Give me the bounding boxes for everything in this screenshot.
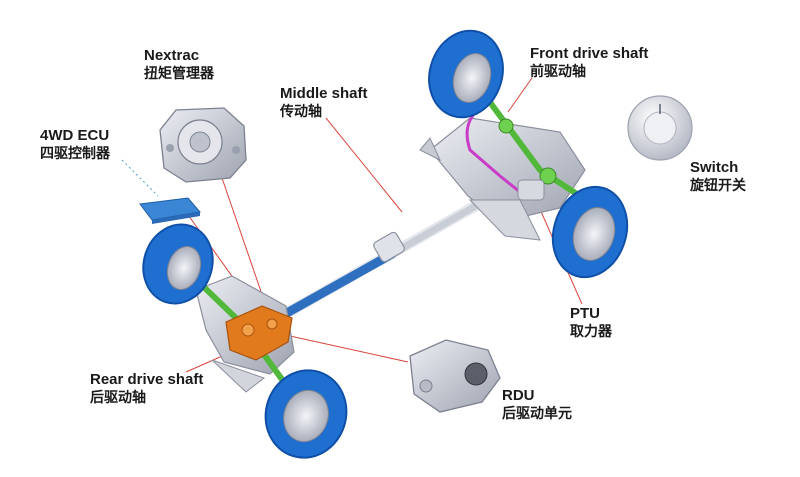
tire-rear-left: [142, 223, 214, 305]
tire-front-left: [428, 29, 504, 119]
label-rear-drive-shaft-en: Rear drive shaft: [90, 371, 204, 388]
label-nextrac: Nextrac 扭矩管理器: [144, 46, 214, 84]
label-nextrac-zh: 扭矩管理器: [144, 66, 214, 82]
leader-middle-shaft: [325, 117, 403, 213]
label-rdu-en: RDU: [502, 387, 535, 404]
label-middle-shaft-zh: 传动轴: [280, 104, 322, 120]
tire-front-right: [551, 185, 629, 279]
label-rear-drive-shaft-zh: 后驱动轴: [90, 390, 146, 406]
ecu-unit: [121, 159, 201, 224]
label-ptu-en: PTU: [570, 305, 600, 322]
label-rear-drive-shaft: Rear drive shaft 后驱动轴: [90, 370, 203, 408]
label-rdu: RDU 后驱动单元: [502, 386, 572, 424]
label-ptu-zh: 取力器: [570, 324, 612, 340]
label-nextrac-en: Nextrac: [144, 47, 200, 64]
label-rdu-zh: 后驱动单元: [502, 406, 572, 422]
switch-knob: [627, 95, 693, 161]
leader-front-drive-shaft: [507, 77, 533, 113]
front-drive-shaft-graphic: [475, 83, 583, 199]
label-switch-en: Switch: [690, 159, 739, 176]
label-front-drive-shaft: Front drive shaft 前驱动轴: [530, 44, 648, 82]
label-switch: Switch 旋钮开关: [690, 158, 746, 196]
label-front-drive-shaft-zh: 前驱动轴: [530, 64, 586, 80]
label-ecu-zh: 四驱控制器: [40, 146, 110, 162]
label-ptu: PTU 取力器: [570, 304, 612, 342]
leader-rdu: [289, 335, 409, 363]
label-switch-zh: 旋钮开关: [690, 178, 746, 194]
rdu-unit: [409, 339, 501, 413]
rear-coupling-graphic: [225, 305, 293, 361]
label-front-drive-shaft-en: Front drive shaft: [530, 45, 649, 62]
tire-rear-right: [264, 369, 348, 459]
leader-nextrac: [221, 177, 269, 313]
middle-shaft: [272, 186, 506, 324]
label-middle-shaft-en: Middle shaft: [280, 85, 368, 102]
label-middle-shaft: Middle shaft 传动轴: [280, 84, 368, 122]
label-ecu-en: 4WD ECU: [40, 127, 110, 144]
label-ecu: 4WD ECU 四驱控制器: [40, 126, 110, 164]
nextrac-unit: [159, 107, 247, 183]
